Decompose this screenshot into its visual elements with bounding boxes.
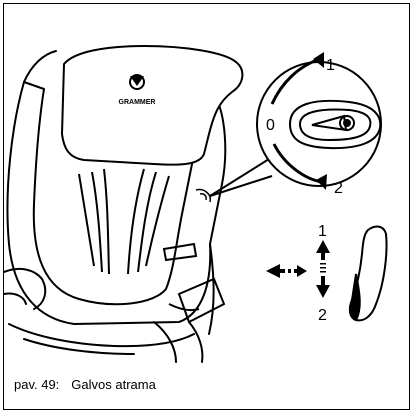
horizontal-arrow-icon bbox=[266, 264, 307, 278]
caption-number: pav. 49: bbox=[14, 377, 59, 392]
seat-lower-drawing bbox=[4, 269, 224, 354]
figure-caption: pav. 49: Galvos atrama bbox=[14, 377, 156, 392]
label-direction-up: 1 bbox=[326, 57, 335, 74]
headrest-side-view bbox=[350, 227, 387, 321]
label-position-neutral: 0 bbox=[266, 117, 275, 134]
label-lateral-up: 1 bbox=[318, 223, 327, 240]
label-lateral-down: 2 bbox=[318, 307, 327, 324]
seat-headrest-illustration: GRAMMER bbox=[4, 4, 411, 364]
side-lever bbox=[196, 190, 210, 202]
callout-lines bbox=[210, 159, 272, 196]
figure-frame: GRAMMER bbox=[3, 3, 410, 410]
vertical-arrow-icon bbox=[316, 240, 330, 298]
caption-title: Galvos atrama bbox=[71, 377, 156, 392]
label-direction-down: 2 bbox=[334, 180, 343, 197]
seat-stripes bbox=[79, 169, 199, 310]
brand-text: GRAMMER bbox=[119, 99, 156, 106]
